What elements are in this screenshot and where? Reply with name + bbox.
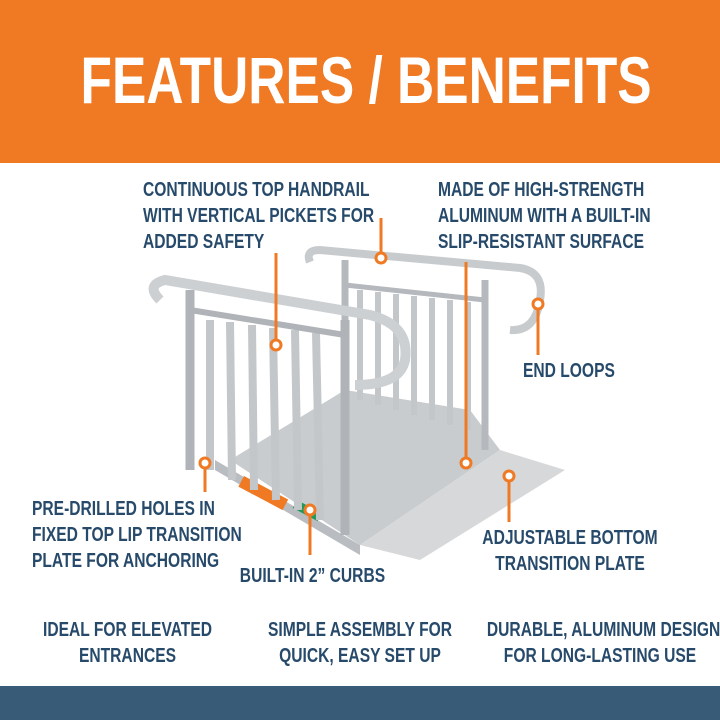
callout-curbs: BUILT-IN 2” CURBS: [239, 565, 386, 587]
callout-lines: [198, 218, 545, 555]
page-title: FEATURES / BENEFITS: [80, 43, 652, 117]
footer-bar: [0, 686, 720, 720]
front-handrail: [148, 274, 411, 390]
front-railing: [148, 274, 411, 535]
header-banner: FEATURES / BENEFITS: [0, 0, 720, 163]
callout-end-loops: END LOOPS: [523, 360, 615, 382]
back-handrail: [304, 245, 545, 335]
